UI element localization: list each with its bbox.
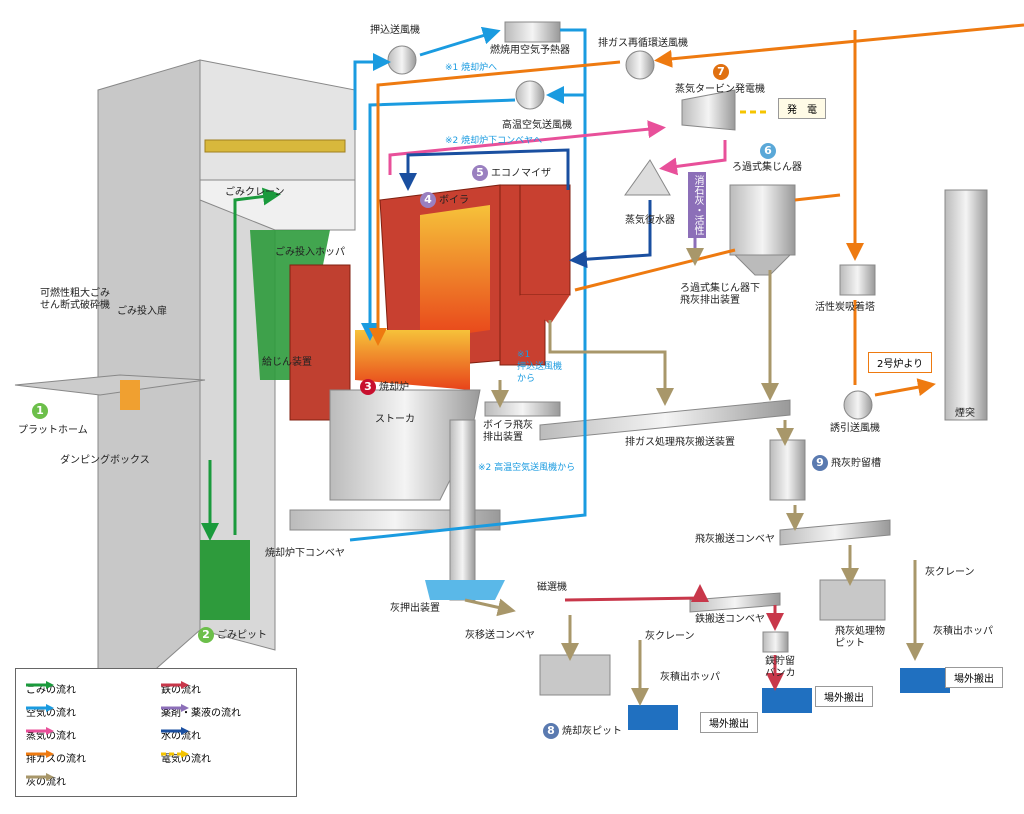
label-filter-discharge: ろ過式集じん器下 飛灰排出装置 — [680, 283, 760, 306]
label-ash-crane-right: 灰クレーン — [925, 567, 975, 578]
label-ash-crane-left: 灰クレーン — [645, 631, 695, 642]
legend-item: 鉄の流れ — [161, 681, 201, 696]
label-air-preheater: 燃焼用空気予熱器 — [490, 45, 570, 56]
label-out-3: 場外搬出 — [945, 667, 1003, 688]
label-under-conveyor: 焼却炉下コンベヤ — [265, 548, 345, 559]
boiler-furnace — [289, 184, 571, 601]
label-shredder: 可燃性粗大ごみ せん断式破砕機 — [40, 288, 110, 311]
label-stoker: ストーカ — [375, 414, 415, 425]
label-out-1: 場外搬出 — [700, 712, 758, 733]
label-iron-conveyor: 鉄搬送コンベヤ — [695, 614, 765, 625]
label-feeder: 給じん装置 — [262, 357, 312, 368]
equipment — [387, 21, 988, 730]
badge-7: 7 — [713, 64, 732, 80]
label-bag-filter: ろ過式集じん器 — [732, 162, 802, 173]
label-magnet: 磁選機 — [537, 582, 567, 593]
legend-item: 空気の流れ — [26, 704, 76, 719]
label-ash-pusher: 灰押出装置 — [390, 603, 440, 614]
label-gas-ash-conveyor: 排ガス処理飛灰搬送装置 — [625, 437, 735, 448]
label-hot-air-fan: 高温空気送風機 — [502, 120, 572, 131]
label-platform: プラットホーム — [18, 425, 88, 436]
legend-item: 灰の流れ — [26, 773, 66, 788]
note-from-hot-air-fan: ※2 高温空気送風機から — [478, 463, 576, 473]
badge-1: 1 — [32, 403, 51, 419]
label-induced-fan: 誘引送風機 — [830, 423, 880, 434]
label-ash-hopper-left: 灰積出ホッパ — [660, 672, 720, 683]
label-turbine: 蒸気タービン発電機 — [675, 84, 765, 95]
label-condenser: 蒸気復水器 — [625, 215, 675, 226]
legend-item: 薬剤・薬液の流れ — [161, 704, 241, 719]
label-recirc-fan: 排ガス再循環送風機 — [598, 38, 688, 49]
label-treated-pit: 飛灰処理物 ピット — [835, 626, 885, 649]
label-ash-transfer: 灰移送コンベヤ — [465, 630, 535, 641]
note-to-furnace-1: ※1 焼却炉へ — [445, 63, 498, 73]
label-boiler-ash: ボイラ飛灰 排出装置 — [483, 420, 533, 443]
label-out-2: 場外搬出 — [815, 686, 873, 707]
label-carbon-tower: 活性炭吸着塔 — [815, 302, 875, 313]
label-dumping-box: ダンピングボックス — [60, 455, 150, 466]
badge-6: 6 — [760, 143, 779, 159]
label-ash-hopper-right: 灰積出ホッパ — [933, 626, 993, 637]
label-crane: ごみクレーン — [225, 187, 285, 198]
label-chimney: 煙突 — [955, 408, 975, 419]
label-push-fan: 押込送風機 — [370, 25, 420, 36]
label-hopper: ごみ投入ホッパ — [275, 247, 345, 258]
label-fly-ash-conveyor: 飛灰搬送コンベヤ — [695, 534, 775, 545]
refuse-bunker-building — [14, 59, 356, 722]
label-door: ごみ投入扉 — [117, 306, 167, 317]
legend-item: 蒸気の流れ — [26, 727, 76, 742]
flow-lines — [201, 23, 1024, 706]
label-power: 発 電 — [778, 98, 826, 119]
legend-item: 電気の流れ — [161, 750, 211, 765]
label-iron-bunker: 鉄貯留 バンカ — [765, 656, 796, 679]
legend-item: 水の流れ — [161, 727, 201, 742]
legend: ごみの流れ 空気の流れ 蒸気の流れ 排ガスの流れ 灰の流れ 鉄の流れ 薬剤・薬液… — [15, 668, 297, 797]
label-lime-carbon: 消石灰・活性炭 — [674, 172, 706, 238]
label-unit2: 2号炉より — [868, 352, 933, 373]
note-from-push-fan: ※1 押込送風機 から — [517, 350, 563, 384]
legend-item: 排ガスの流れ — [26, 750, 86, 765]
legend-item: ごみの流れ — [26, 681, 76, 696]
note-to-conveyor-2: ※2 焼却炉下コンベヤへ — [445, 136, 543, 146]
